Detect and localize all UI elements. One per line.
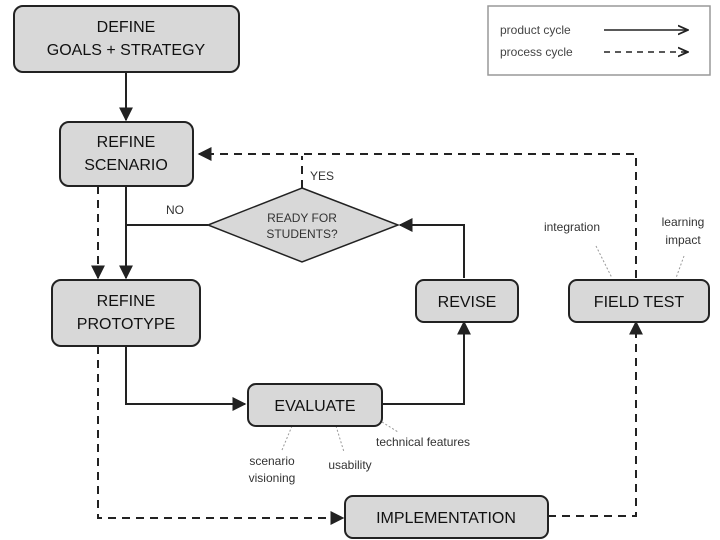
edge-evaluate-to-revise [383,320,471,405]
node-field-test-label: FIELD TEST [594,294,685,311]
leader-usability [335,425,345,453]
node-refine-prototype-line2: PROTOTYPE [77,316,175,333]
annotation-usability: usability [328,458,371,472]
node-revise-box [415,279,519,323]
node-refine-prototype-line1: REFINE [97,293,156,310]
edge-dashed-prototype-to-implementation [97,346,345,525]
node-refine-prototype: REFINE PROTOTYPE [51,279,201,347]
node-define-line2: GOALS + STRATEGY [47,42,206,59]
node-define-line1: DEFINE [97,19,156,36]
node-revise-label: REVISE [438,294,497,311]
node-refine-scenario-line2: SCENARIO [84,157,168,174]
edge-label-no: NO [166,203,184,217]
node-implementation-label: IMPLEMENTATION [376,510,516,527]
node-refine-scenario-box [59,121,194,187]
legend: product cycle process cycle [487,5,711,76]
edge-revise-to-decision [398,218,465,278]
annotation-technical-features: technical features [376,435,470,449]
edge-prototype-to-evaluate [125,346,247,411]
annotation-scenario: scenario [249,454,295,468]
node-implementation-box [344,495,549,539]
leader-scenario-visioning [281,425,293,451]
legend-process-cycle-label: process cycle [500,45,573,59]
leader-integration [595,245,613,279]
decision-diamond [205,187,401,263]
legend-product-cycle-label: product cycle [500,23,571,37]
annotation-impact: impact [665,233,701,247]
node-revise: REVISE [415,279,519,323]
node-define-box [13,5,240,73]
node-evaluate-box [247,383,383,427]
leader-learning-impact [675,255,685,279]
node-evaluate-label: EVALUATE [274,398,355,415]
annotation-integration: integration [544,220,600,234]
node-refine-scenario: REFINE SCENARIO [59,121,194,187]
node-refine-prototype-box [51,279,201,347]
node-refine-scenario-line1: REFINE [97,134,156,151]
leader-technical-features [381,421,399,433]
edge-label-yes: YES [310,169,334,183]
annotation-learning: learning [662,215,705,229]
node-field-test-box [568,279,710,323]
node-field-test: FIELD TEST [568,279,710,323]
decision-line2: STUDENTS? [266,227,338,241]
node-ready-for-students-decision: READY FOR STUDENTS? [205,187,401,263]
annotation-visioning: visioning [249,471,296,485]
edge-dashed-implementation-to-fieldtest [548,320,643,517]
legend-box [487,5,711,76]
node-evaluate: EVALUATE [247,383,383,427]
node-implementation: IMPLEMENTATION [344,495,549,539]
node-define-goals-strategy: DEFINE GOALS + STRATEGY [13,5,240,73]
decision-line1: READY FOR [267,211,337,225]
